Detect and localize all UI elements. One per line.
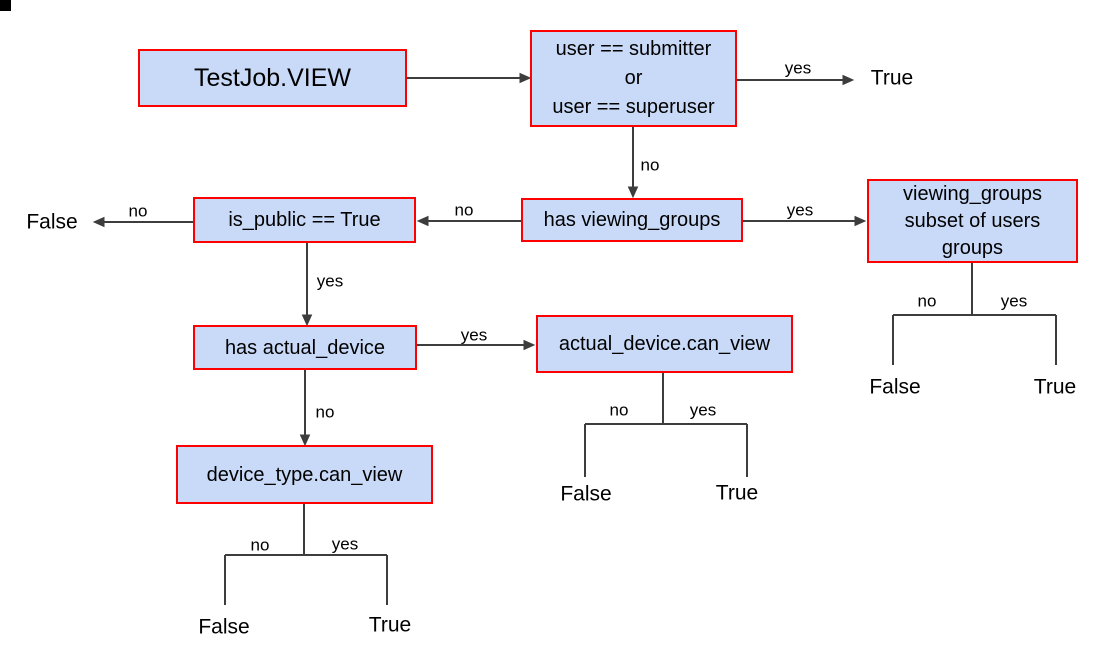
edge-adcv-split <box>584 373 748 477</box>
arrowhead-right-icon <box>523 339 536 351</box>
edge-label-vgs-yes: yes <box>1000 291 1028 311</box>
arrowhead-down-icon <box>627 186 639 199</box>
edge-dtcv-split <box>224 504 388 605</box>
edge-label-user-yes: yes <box>784 58 812 78</box>
node-actual-device-can-view: actual_device.can_view <box>536 315 793 373</box>
arrowhead-left-icon <box>416 215 429 227</box>
node-testjob-view: TestJob.VIEW <box>138 49 407 107</box>
arrowhead-left-icon <box>92 216 105 228</box>
edge-label-had-no: no <box>315 402 335 422</box>
terminal-vgs-false: False <box>869 375 921 399</box>
edge-label-is-public-no: no <box>128 201 148 221</box>
corner-artifact-square <box>0 0 11 11</box>
arrowhead-right-icon <box>854 215 867 227</box>
edge-label-adcv-no: no <box>609 400 629 420</box>
node-viewing-groups-subset: viewing_groups subset of users groups <box>867 179 1078 263</box>
node-has-viewing-groups: has viewing_groups <box>521 198 743 242</box>
edge-label-vgs-no: no <box>917 291 937 311</box>
edge-label-hvg-yes: yes <box>786 200 814 220</box>
terminal-vgs-true: True <box>1033 375 1077 399</box>
edge-label-is-public-yes: yes <box>316 271 344 291</box>
node-is-public: is_public == True <box>193 197 416 243</box>
arrowhead-right-icon <box>519 72 532 84</box>
node-user-submitter-or-superuser: user == submitter or user == superuser <box>530 30 737 127</box>
edge-label-had-yes: yes <box>460 325 488 345</box>
terminal-adcv-true: True <box>715 481 759 505</box>
node-has-actual-device: has actual_device <box>193 325 417 370</box>
edge-label-adcv-yes: yes <box>689 400 717 420</box>
edge-label-user-no: no <box>640 155 660 175</box>
edge-vgs-split <box>892 263 1057 365</box>
edge-label-dtcv-no: no <box>250 535 270 555</box>
terminal-dtcv-false: False <box>198 615 250 639</box>
terminal-dtcv-true: True <box>368 613 412 637</box>
terminal-adcv-false: False <box>560 482 612 506</box>
arrowhead-right-icon <box>842 74 855 86</box>
edge-label-hvg-no: no <box>454 200 474 220</box>
arrowhead-down-icon <box>301 314 313 327</box>
arrowhead-down-icon <box>299 434 311 447</box>
edge-label-dtcv-yes: yes <box>331 534 359 554</box>
terminal-is-public-false: False <box>26 210 78 234</box>
terminal-user-true: True <box>870 66 914 90</box>
node-device-type-can-view: device_type.can_view <box>176 445 433 504</box>
